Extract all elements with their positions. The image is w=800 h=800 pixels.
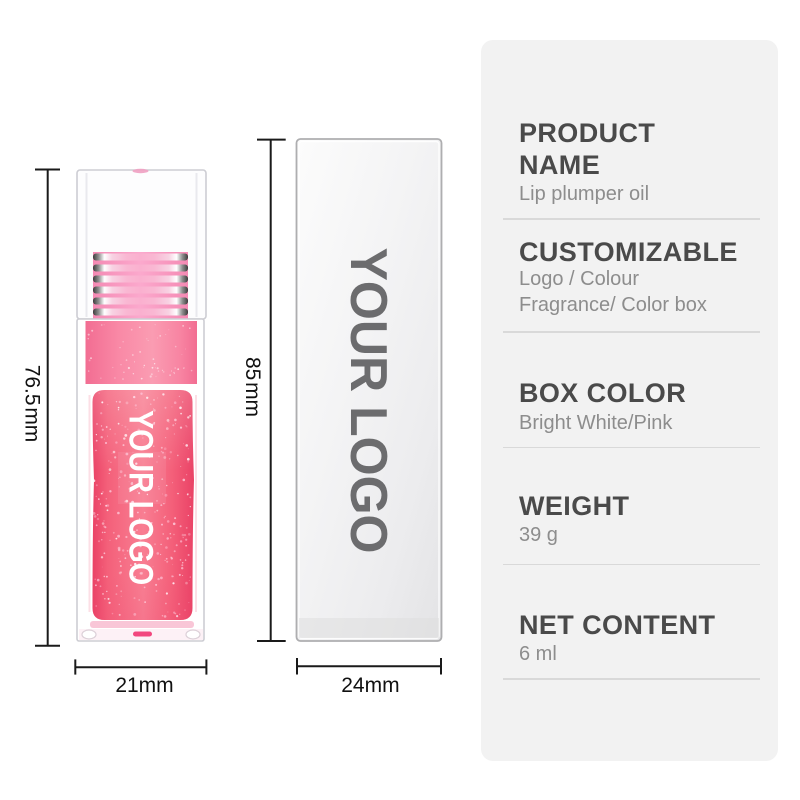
- svg-text:YOUR LOGO: YOUR LOGO: [339, 248, 397, 554]
- svg-text:21mm: 21mm: [115, 674, 173, 697]
- svg-text:85 mm: 85 mm: [241, 357, 264, 417]
- svg-text:YOUR LOGO: YOUR LOGO: [122, 410, 160, 585]
- svg-text:24mm: 24mm: [341, 674, 399, 697]
- svg-text:76.5 mm: 76.5 mm: [21, 365, 44, 443]
